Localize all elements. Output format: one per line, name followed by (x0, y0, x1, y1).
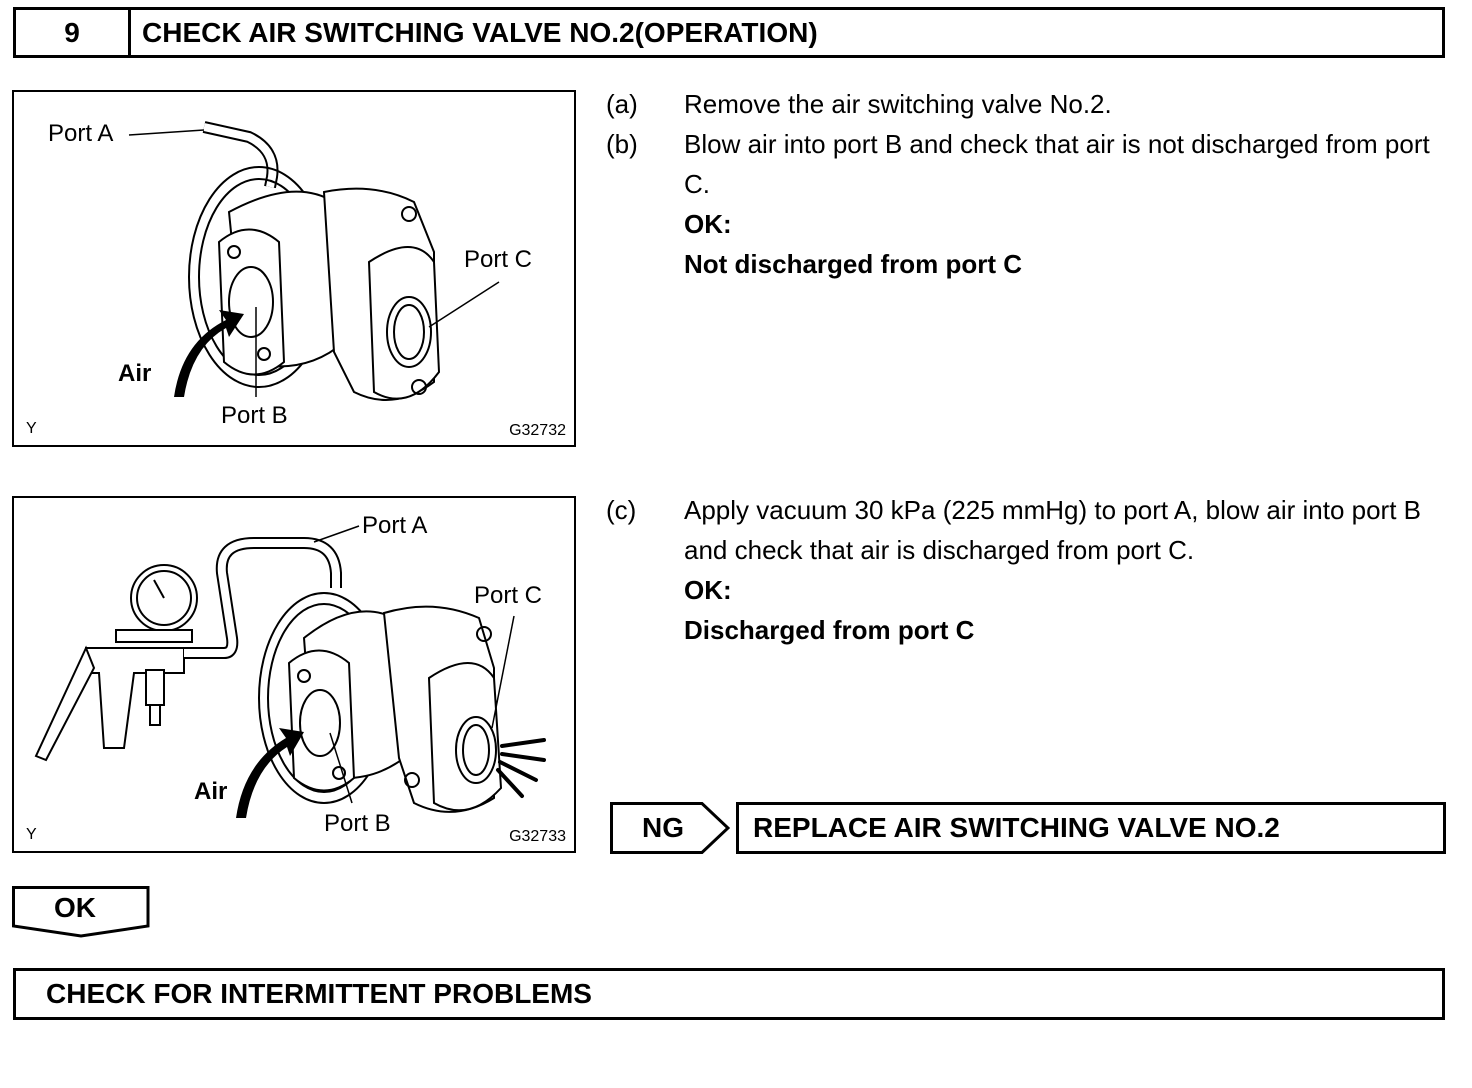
port-b-label: Port B (324, 810, 391, 837)
figure-valve-vacuum: Port A Port C Air Port B Y G32733 (12, 496, 576, 853)
port-c-label: Port C (474, 582, 543, 609)
step-a: (a) Remove the air switching valve No.2. (606, 84, 1448, 124)
valve-illustration-2 (34, 525, 546, 818)
step-text: Remove the air switching valve No.2. (684, 89, 1112, 119)
ok-criteria-label: OK: (684, 575, 732, 605)
port-b-label: Port B (221, 402, 288, 429)
figure-corner-mark: Y (26, 420, 37, 437)
ok-criteria-value: Not discharged from port C (684, 249, 1023, 279)
ng-action-box: REPLACE AIR SWITCHING VALVE NO.2 (736, 802, 1446, 854)
port-a-label: Port A (48, 120, 114, 147)
ng-arrow-shape (610, 802, 730, 854)
step-title: CHECK AIR SWITCHING VALVE NO.2(OPERATION… (142, 16, 818, 48)
step-letter: (c) (606, 495, 637, 525)
figure-valve-port-b: Port A Port C Air Port B Y G32732 (12, 90, 576, 447)
step-header: 9 CHECK AIR SWITCHING VALVE NO.2(OPERATI… (13, 7, 1445, 58)
ok-label: OK (54, 892, 96, 923)
step-letter: (b) (606, 129, 638, 159)
step-number: 9 (16, 10, 131, 55)
steps-group-2: (c) Apply vacuum 30 kPa (225 mmHg) to po… (606, 490, 1448, 650)
air-label: Air (118, 360, 152, 387)
ok-criteria-value: Discharged from port C (684, 615, 975, 645)
step-b: (b) Blow air into port B and check that … (606, 124, 1448, 204)
step-text: Apply vacuum 30 kPa (225 mmHg) to port A… (684, 495, 1422, 565)
port-a-label: Port A (362, 512, 428, 539)
figure-corner-mark: Y (26, 826, 37, 843)
valve-illustration-1 (128, 121, 500, 401)
ok-criteria-label: OK: (684, 209, 732, 239)
step-c: (c) Apply vacuum 30 kPa (225 mmHg) to po… (606, 490, 1448, 570)
ng-label: NG (642, 812, 684, 843)
ok-arrow-shape (12, 886, 150, 938)
figure-code: G32732 (509, 422, 566, 439)
air-label: Air (194, 778, 228, 805)
step-text: Blow air into port B and check that air … (684, 129, 1430, 199)
final-step-box: CHECK FOR INTERMITTENT PROBLEMS (13, 968, 1445, 1020)
figure-code: G32733 (509, 828, 566, 845)
ok-arrow-box: OK (12, 886, 150, 938)
ng-arrow-box: NG (610, 802, 730, 854)
step-letter: (a) (606, 89, 638, 119)
steps-group-1: (a) Remove the air switching valve No.2.… (606, 84, 1448, 284)
port-c-label: Port C (464, 246, 533, 273)
